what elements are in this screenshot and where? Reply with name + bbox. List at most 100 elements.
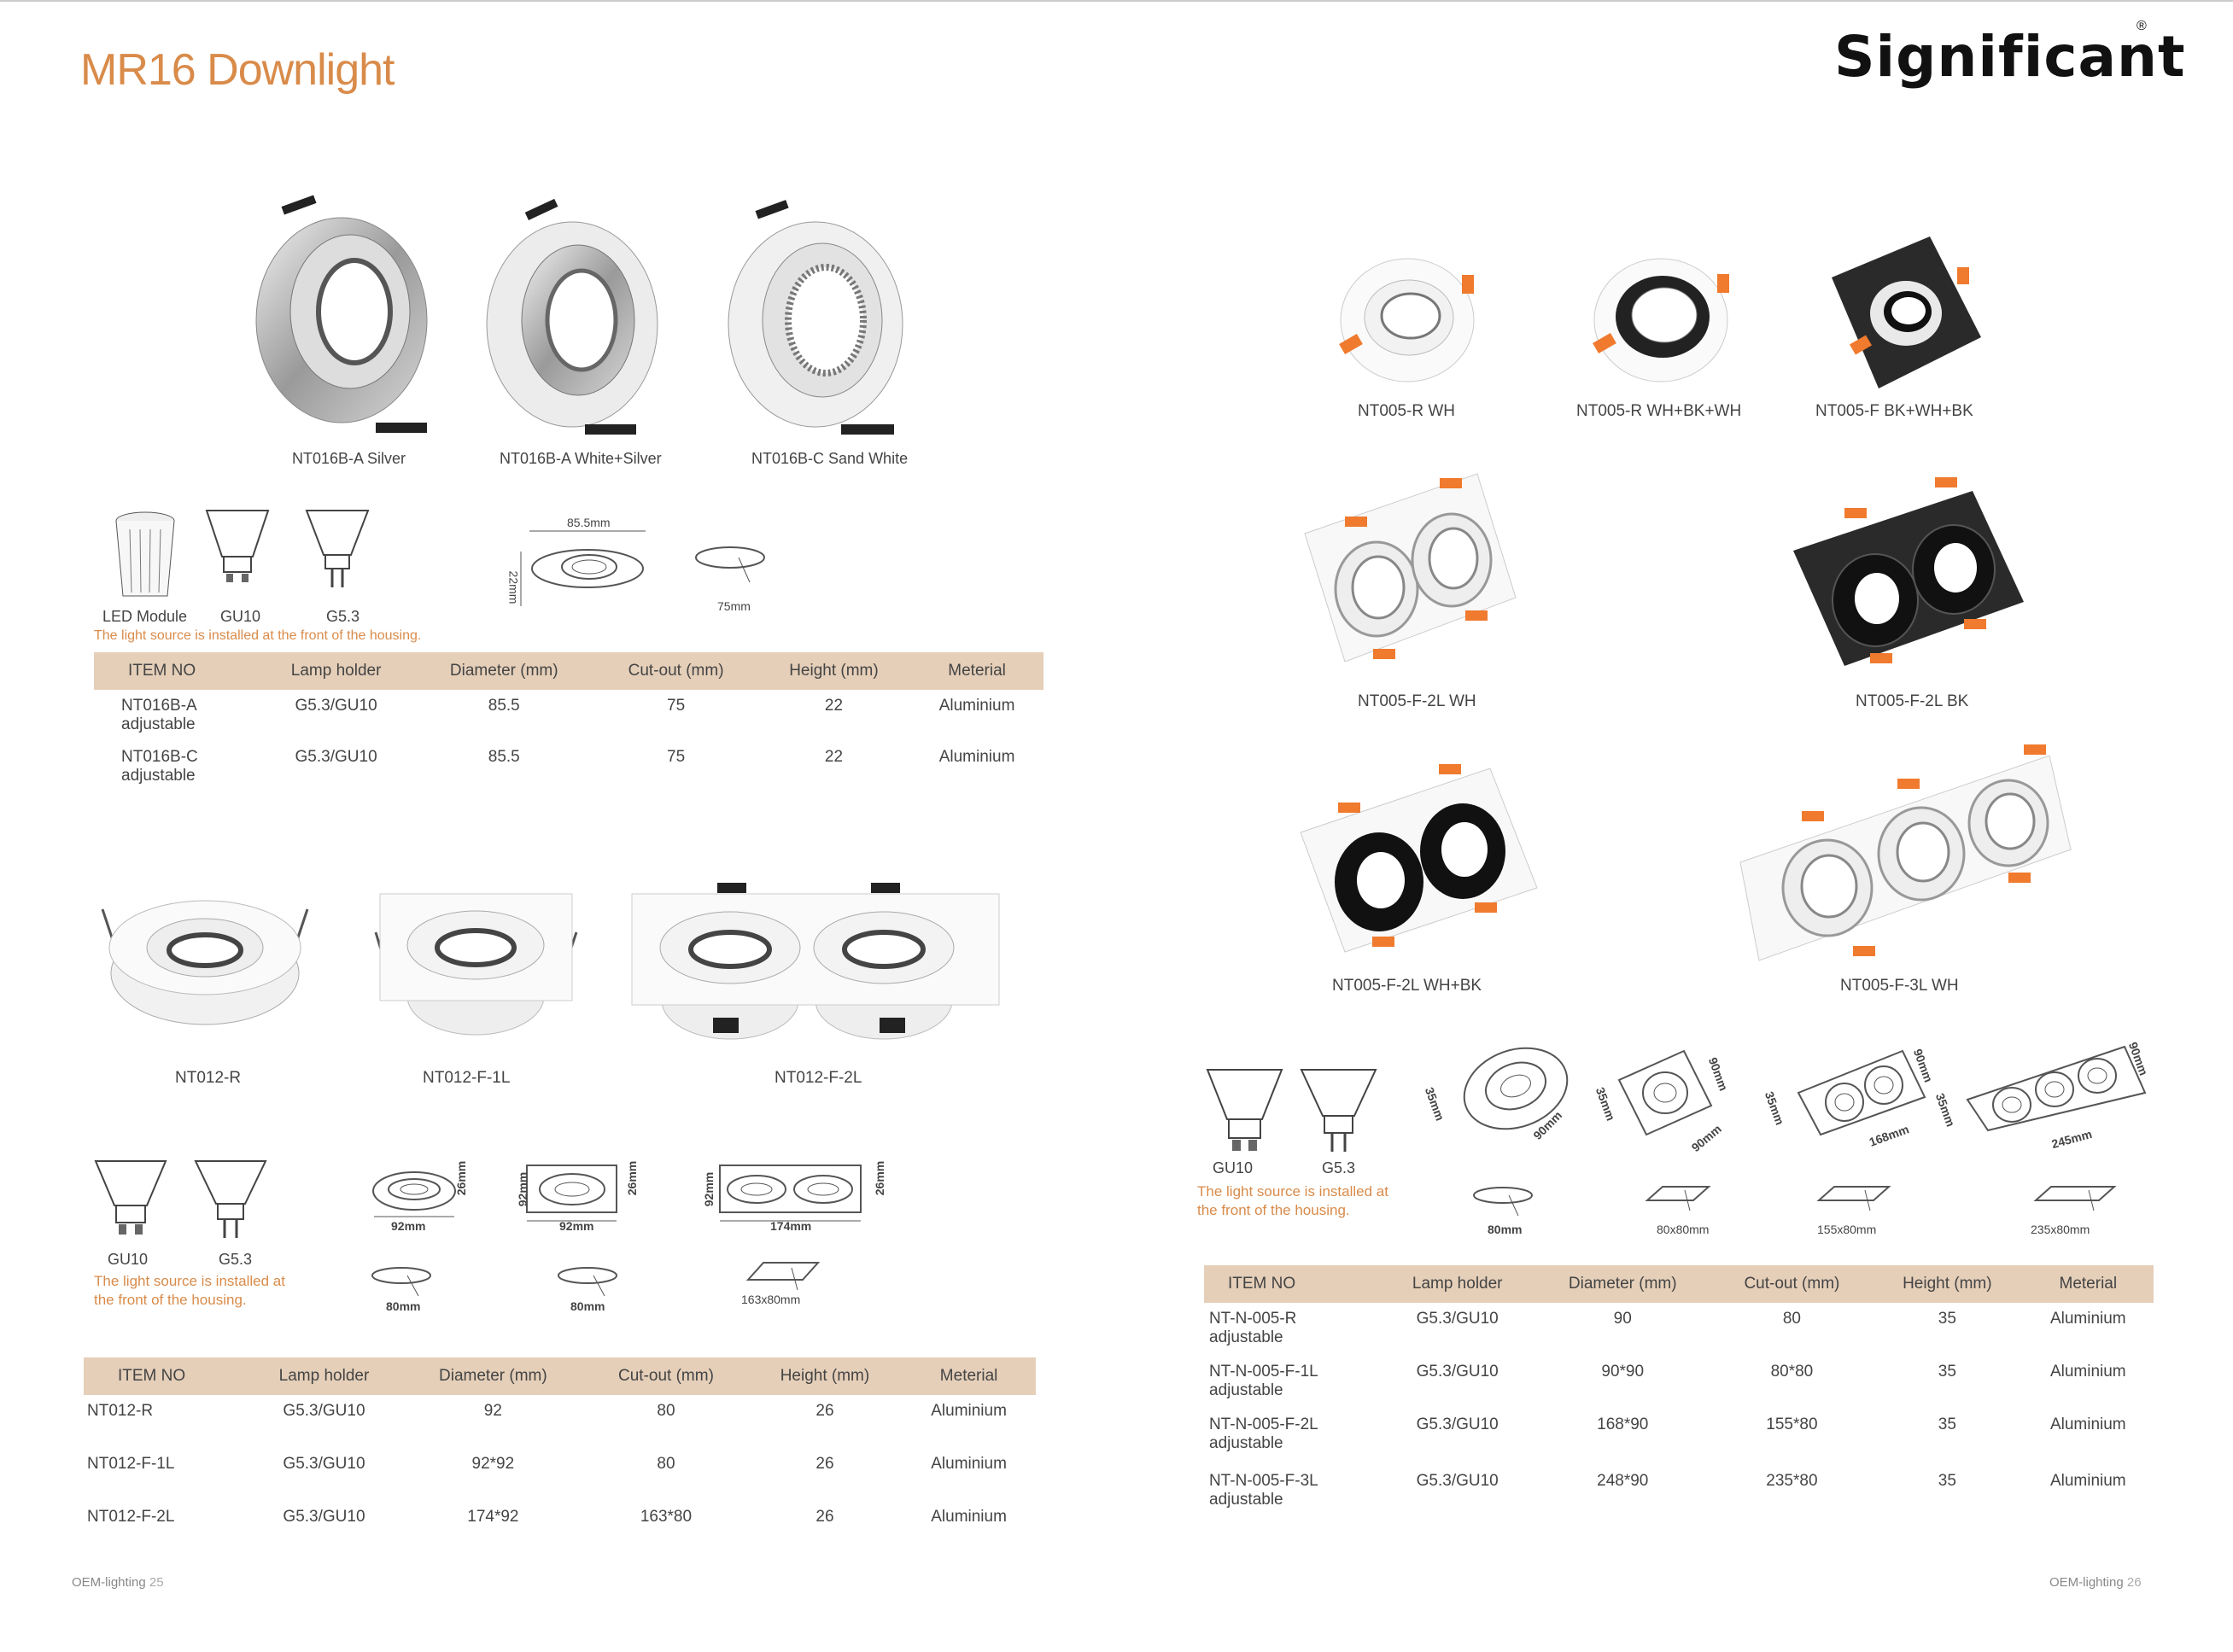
col-cutout: Cut-out (mm) xyxy=(1711,1265,1873,1303)
table-row: NT012-F-2L G5.3/GU10 174*92 163*80 26 Al… xyxy=(84,1501,1036,1554)
item-sub: adjustable xyxy=(1209,1328,1283,1346)
install-note: The light source is installed at the fro… xyxy=(94,628,422,643)
spec-table-nt016b: ITEM NO Lamp holder Diameter (mm) Cut-ou… xyxy=(94,652,1043,792)
lamp-holder: G5.3/GU10 xyxy=(295,748,377,766)
item-sub: adjustable xyxy=(121,767,196,785)
dimension-drawing-square xyxy=(1617,1049,1713,1136)
gu10-bulb-icon xyxy=(1206,1069,1283,1151)
material: Aluminium xyxy=(2049,1363,2126,1381)
cutout: 75 xyxy=(667,697,686,715)
dim-label: 80mm xyxy=(570,1299,605,1313)
page-title: MR16 Downlight xyxy=(80,45,395,95)
product-caption: NT016B-A Silver xyxy=(292,450,406,467)
install-note: The light source is installed at the fro… xyxy=(1197,1182,1388,1220)
gu10-bulb-icon xyxy=(205,510,270,582)
col-diameter: Diameter (mm) xyxy=(1533,1265,1712,1303)
material: Aluminium xyxy=(931,1455,1007,1473)
col-material: Meterial xyxy=(2022,1265,2154,1303)
product-image-nt016b-c-sand-white xyxy=(728,200,903,435)
dim-label: 26mm xyxy=(625,1160,640,1196)
led-module-icon xyxy=(115,511,175,597)
item-sub: adjustable xyxy=(1209,1434,1283,1452)
cutout: 163*80 xyxy=(640,1508,693,1526)
product-caption: NT005-F-3L WH xyxy=(1840,977,1959,995)
footer-right: OEM-lighting 26 xyxy=(2049,1575,2142,1590)
install-note-line: The light source is installed at xyxy=(1197,1183,1388,1200)
cutout-drawing xyxy=(558,1267,617,1297)
cutout: 80 xyxy=(657,1402,675,1420)
diameter: 174*92 xyxy=(467,1508,519,1526)
lamp-holder: G5.3/GU10 xyxy=(295,697,377,715)
product-image-nt005-r-wh-bk-wh xyxy=(1593,258,1729,382)
dim-label: 35mm xyxy=(1422,1085,1447,1123)
dim-label: 85.5mm xyxy=(567,516,611,529)
col-height: Height (mm) xyxy=(747,1357,903,1395)
col-cutout: Cut-out (mm) xyxy=(584,1357,748,1395)
item-no: NT-N-005-F-2L xyxy=(1209,1416,1318,1433)
product-caption: NT012-F-1L xyxy=(423,1069,511,1087)
item-no: NT012-F-2L xyxy=(87,1508,175,1526)
diameter: 168*90 xyxy=(1597,1416,1649,1433)
product-caption: NT005-F-2L BK xyxy=(1856,692,1969,710)
spec-table-nt005: ITEM NO Lamp holder Diameter (mm) Cut-ou… xyxy=(1204,1265,2154,1518)
diameter: 90 xyxy=(1613,1310,1632,1328)
diameter: 85.5 xyxy=(488,697,520,715)
diameter: 248*90 xyxy=(1597,1472,1649,1490)
dim-label: 26mm xyxy=(454,1160,469,1196)
col-height: Height (mm) xyxy=(1872,1265,2023,1303)
registered-mark: ® xyxy=(2137,19,2147,33)
dimension-drawing-triple xyxy=(1966,1045,2147,1132)
cutout: 80 xyxy=(657,1455,675,1473)
col-height: Height (mm) xyxy=(757,652,911,690)
col-lamp-holder: Lamp holder xyxy=(1381,1265,1534,1303)
diameter: 90*90 xyxy=(1601,1363,1645,1381)
lamp-holder: G5.3/GU10 xyxy=(1416,1416,1499,1433)
item-no: NT-N-005-F-1L xyxy=(1209,1363,1318,1381)
item-no: NT012-R xyxy=(87,1402,154,1420)
source-label: GU10 xyxy=(1213,1159,1254,1176)
diameter: 85.5 xyxy=(488,748,520,766)
height: 35 xyxy=(1938,1363,1956,1381)
product-image-nt012-f-2l xyxy=(631,883,1000,1040)
cutout: 80 xyxy=(1782,1310,1801,1328)
product-caption: NT005-R WH xyxy=(1358,402,1456,420)
cutout-drawing xyxy=(1816,1186,1891,1211)
product-image-nt005-f-2l-wh xyxy=(1304,473,1517,663)
col-cutout: Cut-out (mm) xyxy=(594,652,757,690)
dim-label: 80mm xyxy=(386,1299,421,1313)
cutout: 155*80 xyxy=(1766,1416,1818,1433)
material: Aluminium xyxy=(938,697,1015,715)
material: Aluminium xyxy=(931,1402,1007,1420)
item-sub: adjustable xyxy=(1209,1381,1283,1399)
dimension-drawing-double xyxy=(1797,1049,1926,1136)
cutout: 235*80 xyxy=(1766,1472,1818,1490)
product-image-nt012-r xyxy=(101,900,309,1025)
product-image-nt005-f-2l-wh-bk xyxy=(1300,764,1538,953)
install-note-line: the front of the housing. xyxy=(1197,1202,1350,1218)
item-no: NT012-F-1L xyxy=(87,1455,175,1473)
dim-label: 35mm xyxy=(1762,1089,1787,1127)
dim-label: 80x80mm xyxy=(1657,1223,1710,1236)
g53-bulb-icon xyxy=(305,510,370,587)
dimension-drawing-double xyxy=(719,1165,862,1222)
product-image-nt005-r-wh xyxy=(1339,258,1475,382)
product-image-nt005-f-bk-wh-bk xyxy=(1832,236,1981,388)
cutout: 80*80 xyxy=(1770,1363,1814,1381)
height: 22 xyxy=(824,697,844,715)
dim-label: 92mm xyxy=(516,1171,530,1207)
cutout-drawing xyxy=(695,546,765,583)
dimension-drawing-round xyxy=(372,1171,456,1217)
dim-label: 163x80mm xyxy=(741,1293,801,1306)
lamp-holder: G5.3/GU10 xyxy=(283,1455,365,1473)
table-row: NT012-R G5.3/GU10 92 80 26 Aluminium xyxy=(84,1395,1036,1448)
top-rule xyxy=(0,0,2233,2)
spec-table-nt012: ITEM NO Lamp holder Diameter (mm) Cut-ou… xyxy=(84,1357,1036,1554)
source-label: G5.3 xyxy=(219,1251,253,1268)
cutout: 75 xyxy=(667,748,686,766)
source-label: GU10 xyxy=(220,608,261,625)
